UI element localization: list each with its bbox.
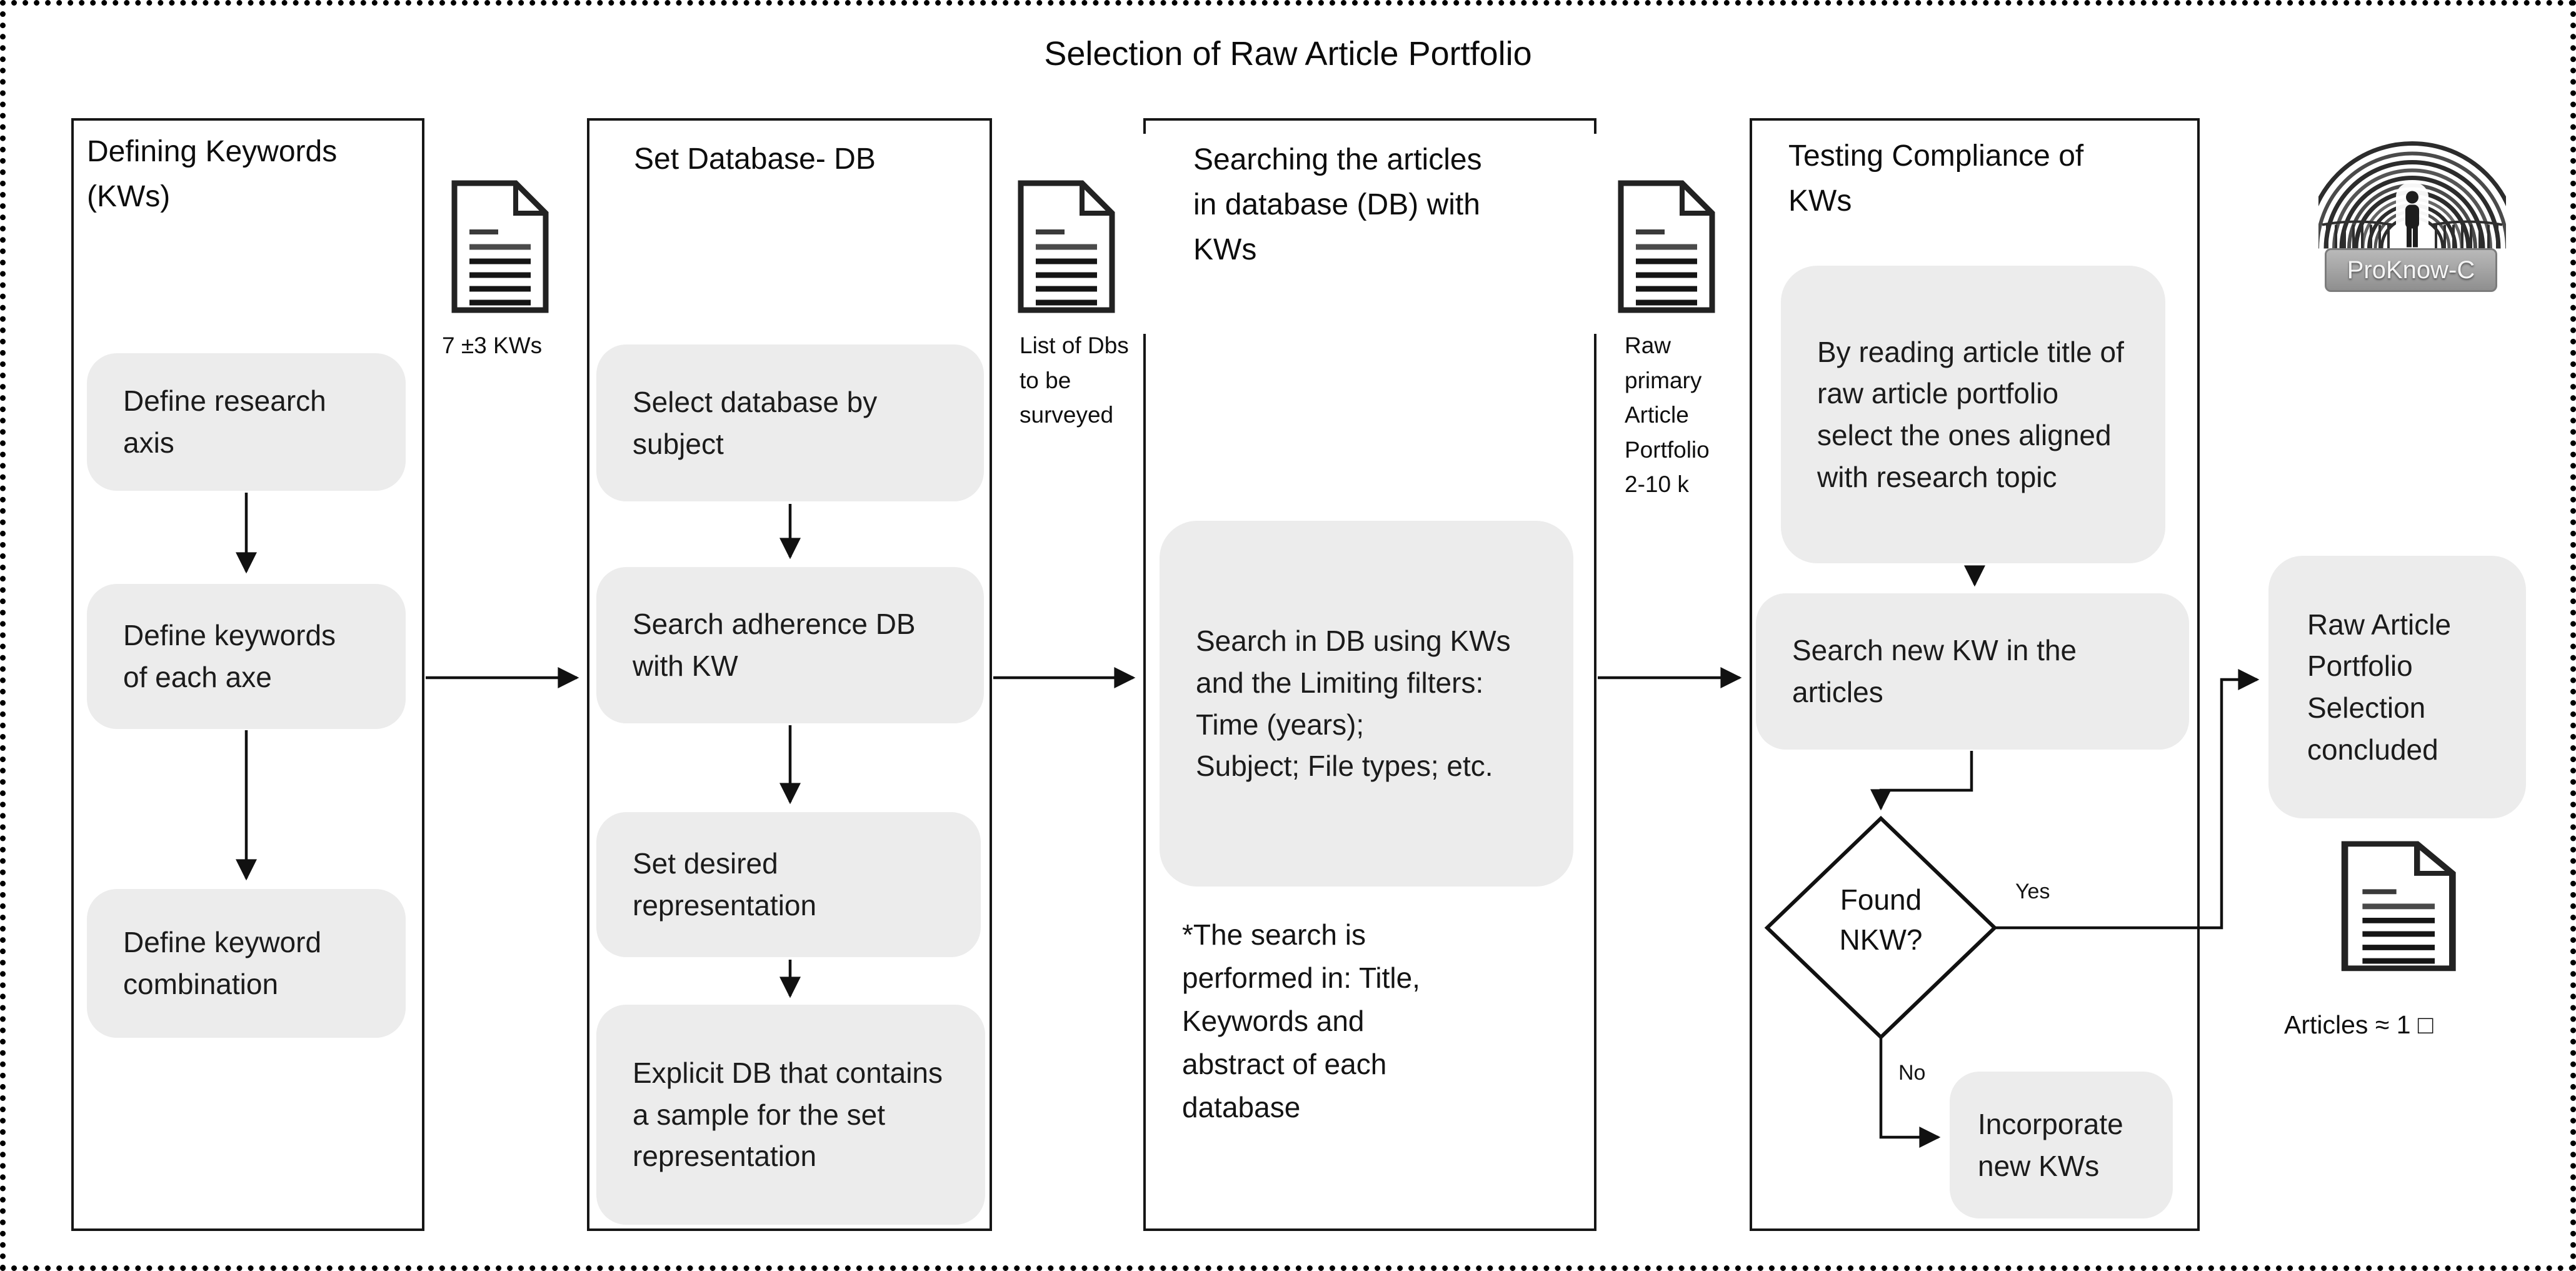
document-icon xyxy=(1021,183,1112,310)
document-icon xyxy=(2345,844,2452,968)
document-icon xyxy=(454,183,546,310)
logo-arch-icon xyxy=(2305,141,2520,249)
person-silhouette-icon xyxy=(2405,191,2419,248)
no-branch-label: No xyxy=(1898,1061,1926,1085)
yes-branch-label: Yes xyxy=(2015,880,2050,903)
stage-header-defining-keywords: Defining Keywords (KWs) xyxy=(87,135,338,213)
diagram-title: Selection of Raw Article Portfolio xyxy=(1044,35,1532,73)
process-step: Explicit DB that contains a sample for t… xyxy=(596,1005,985,1225)
logo-wordmark: ProKnow-C xyxy=(2325,248,2497,292)
decision-label: Found NKW? xyxy=(1839,883,1923,957)
incorporate-new-kws-box: Incorporate new KWs xyxy=(1950,1072,2173,1218)
process-step: Search in DB using KWs and the Limiting … xyxy=(1160,521,1573,887)
artifact-label-db-list: List of Dbs to be surveyed xyxy=(1020,333,1129,428)
artifact-label-articles-count: Articles ≈ 1 □ xyxy=(2284,1010,2433,1039)
stage-header-set-database: Set Database- DB xyxy=(634,143,876,176)
process-step: Select database by subject xyxy=(596,344,984,501)
document-icon xyxy=(1621,183,1712,310)
process-step: By reading article title of raw article … xyxy=(1781,266,2165,563)
process-step: Set desired representation xyxy=(596,812,981,957)
process-step: Define research axis xyxy=(87,353,406,491)
process-step: Search adherence DB with KW xyxy=(596,567,984,723)
stage-header-testing-compliance: Testing Compliance of KWs xyxy=(1788,139,2084,218)
result-box: Raw Article Portfolio Selection conclude… xyxy=(2268,556,2526,818)
stage-header-searching-articles: Searching the articles in database (DB) … xyxy=(1128,134,1611,334)
artifact-label-raw-portfolio: Raw primary Article Portfolio 2-10 k xyxy=(1625,333,1710,497)
artifact-label-kws-count: 7 ±3 KWs xyxy=(442,333,543,358)
process-step: Define keywords of each axe xyxy=(87,584,406,729)
process-step: Search new KW in the articles xyxy=(1756,593,2189,750)
process-step: Define keyword combination xyxy=(87,889,406,1038)
proknow-c-logo: ProKnow-C xyxy=(2305,59,2520,309)
search-scope-note: *The search is performed in: Title, Keyw… xyxy=(1182,918,1420,1123)
